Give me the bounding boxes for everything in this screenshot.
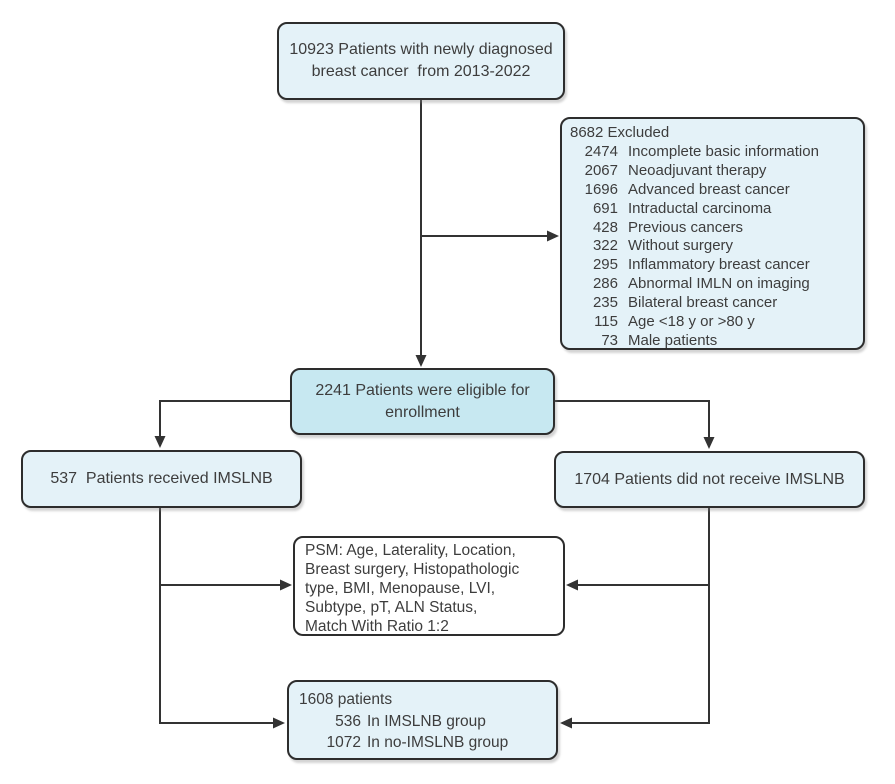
excluded-item-label: Intraductal carcinoma <box>628 199 772 217</box>
final-header: 1608 patients <box>299 691 393 708</box>
excluded-item-count: 295 <box>592 256 618 274</box>
excluded-item-label: Previous cancers <box>628 218 744 236</box>
excluded-item-count: 73 <box>601 331 618 349</box>
box-initial-patients: 10923 Patients with newly diagnosed brea… <box>277 22 565 100</box>
excluded-item-label: Advanced breast cancer <box>628 180 790 198</box>
excluded-item-count: 115 <box>594 313 618 331</box>
box-initial-text: 10923 Patients with newly diagnosed brea… <box>289 41 553 80</box>
box-final-cohort: 1608 patients 536 In IMSLNB group 1072 I… <box>287 680 558 760</box>
excluded-item-label: Bilateral breast cancer <box>628 294 778 312</box>
final-item-label: In no-IMSLNB group <box>367 734 509 751</box>
excluded-item-label: Male patients <box>628 331 718 349</box>
excluded-item-count: 2474 <box>584 142 618 160</box>
excluded-header: 8682 Excluded <box>570 124 670 141</box>
excluded-item-label: Incomplete basic information <box>628 142 819 160</box>
excluded-item-label: Inflammatory breast cancer <box>628 256 810 274</box>
arrow-eligible-to-imslnb <box>154 400 290 448</box>
excluded-item-count: 286 <box>592 275 618 293</box>
excluded-item-count: 235 <box>592 294 618 312</box>
excluded-item-label: Age <18 y or >80 y <box>628 313 755 331</box>
excluded-item-count: 428 <box>592 218 618 236</box>
final-item-count: 1072 <box>326 734 361 751</box>
box-imslnb-text: 537 Patients received IMSLNB <box>50 470 273 487</box>
excluded-item-label: Neoadjuvant therapy <box>628 161 767 179</box>
box-eligible-text: 2241 Patients were eligible for enrollme… <box>315 381 530 421</box>
arrow-imslnb-to-final <box>159 508 285 729</box>
arrow-eligible-to-no-imslnb <box>555 400 715 449</box>
final-item-count: 536 <box>335 712 361 730</box>
excluded-item-count: 322 <box>592 237 618 255</box>
box-psm-text: PSM: Age, Laterality, Location, Breast s… <box>305 542 520 635</box>
box-excluded: 8682 Excluded 2474 Incomplete basic info… <box>560 117 865 350</box>
box-eligible: 2241 Patients were eligible for enrollme… <box>290 368 555 435</box>
box-imslnb-group: 537 Patients received IMSLNB <box>21 450 302 508</box>
excluded-item-label: Abnormal IMLN on imaging <box>628 275 810 293</box>
excluded-item-label: Without surgery <box>628 237 734 255</box>
box-no-imslnb-text: 1704 Patients did not receive IMSLNB <box>574 470 845 488</box>
excluded-item-count: 2067 <box>584 161 618 179</box>
final-item-label: In IMSLNB group <box>367 712 486 730</box>
excluded-item-count: 1696 <box>584 180 618 198</box>
box-psm-matching: PSM: Age, Laterality, Location, Breast s… <box>293 536 565 636</box>
excluded-item-count: 691 <box>592 199 618 217</box>
arrow-no-imslnb-to-final <box>560 508 710 729</box>
box-no-imslnb-group: 1704 Patients did not receive IMSLNB <box>554 451 865 508</box>
